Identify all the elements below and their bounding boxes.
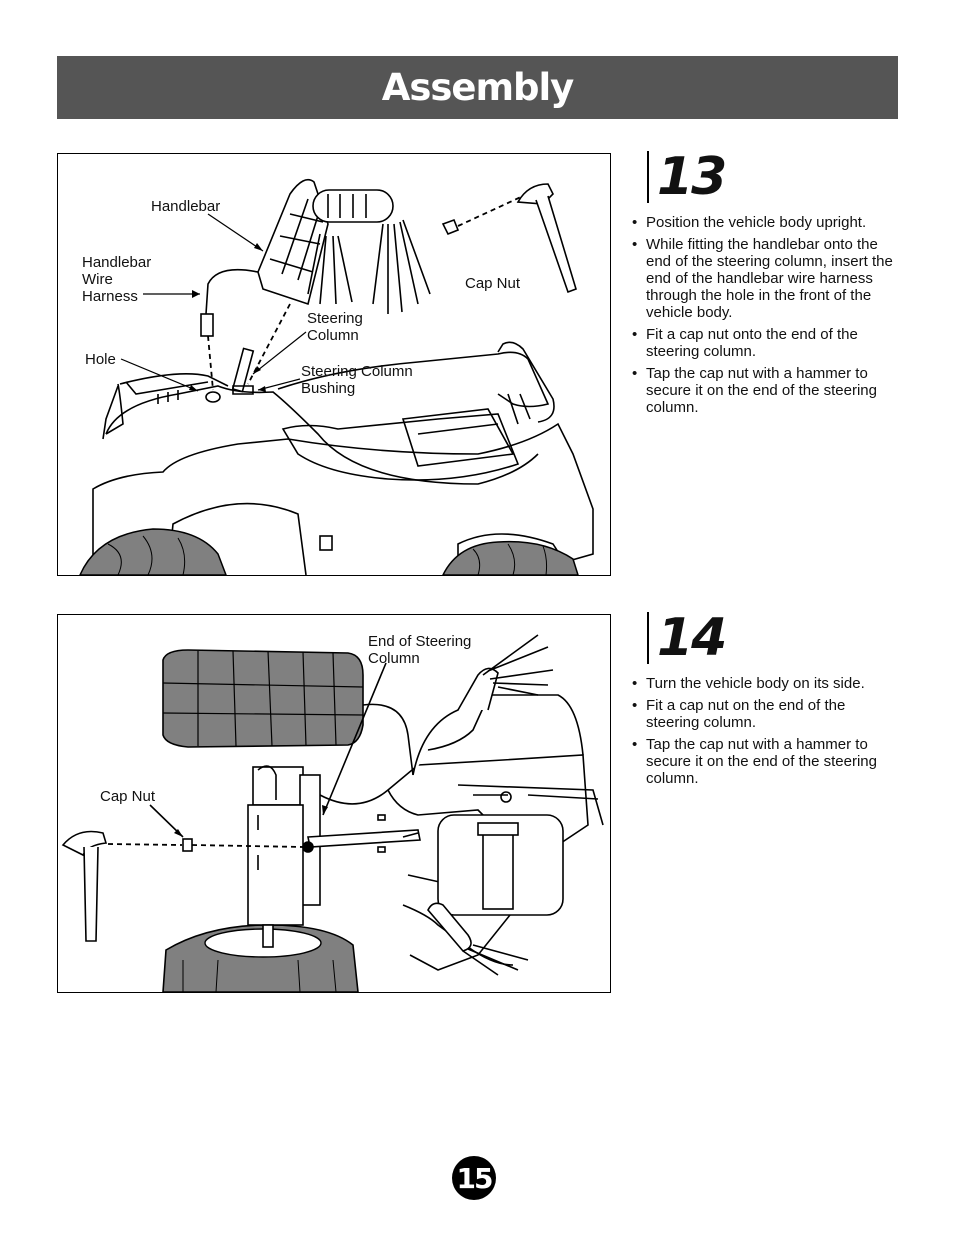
page-header: Assembly <box>57 56 898 119</box>
list-item: Fit a cap nut onto the end of the steeri… <box>632 326 897 360</box>
label-hole: Hole <box>85 351 116 368</box>
list-item: Tap the cap nut with a hammer to secure … <box>632 365 897 416</box>
step-14-drawing <box>61 634 604 992</box>
step-13-instructions: Position the vehicle body upright. While… <box>632 214 897 421</box>
page-title: Assembly <box>381 66 575 109</box>
step-13-number: 13 <box>647 151 727 203</box>
label-wire-harness: Handlebar Wire Harness <box>82 254 152 305</box>
step-13-illustration: Handlebar Handlebar Wire Harness Cap Nut… <box>57 153 611 576</box>
page-number: 15 <box>452 1156 496 1200</box>
label-end-of-column: End of Steering Column <box>368 633 472 667</box>
list-item: Position the vehicle body upright. <box>632 214 897 231</box>
label-steering-column: Steering Column <box>307 310 363 344</box>
label-cap-nut: Cap Nut <box>100 788 156 805</box>
label-cap-nut: Cap Nut <box>465 275 521 292</box>
list-item: Fit a cap nut on the end of the steering… <box>632 697 897 731</box>
label-bushing: Steering Column Bushing <box>301 363 413 397</box>
step-14-number: 14 <box>647 612 727 664</box>
step-13-drawing <box>79 178 594 575</box>
step-14-illustration: End of Steering Column Cap Nut <box>57 614 611 993</box>
list-item: While fitting the handlebar onto the end… <box>632 236 897 321</box>
step-14-instructions: Turn the vehicle body on its side. Fit a… <box>632 675 897 792</box>
list-item: Turn the vehicle body on its side. <box>632 675 897 692</box>
list-item: Tap the cap nut with a hammer to secure … <box>632 736 897 787</box>
label-handlebar: Handlebar <box>151 198 221 215</box>
